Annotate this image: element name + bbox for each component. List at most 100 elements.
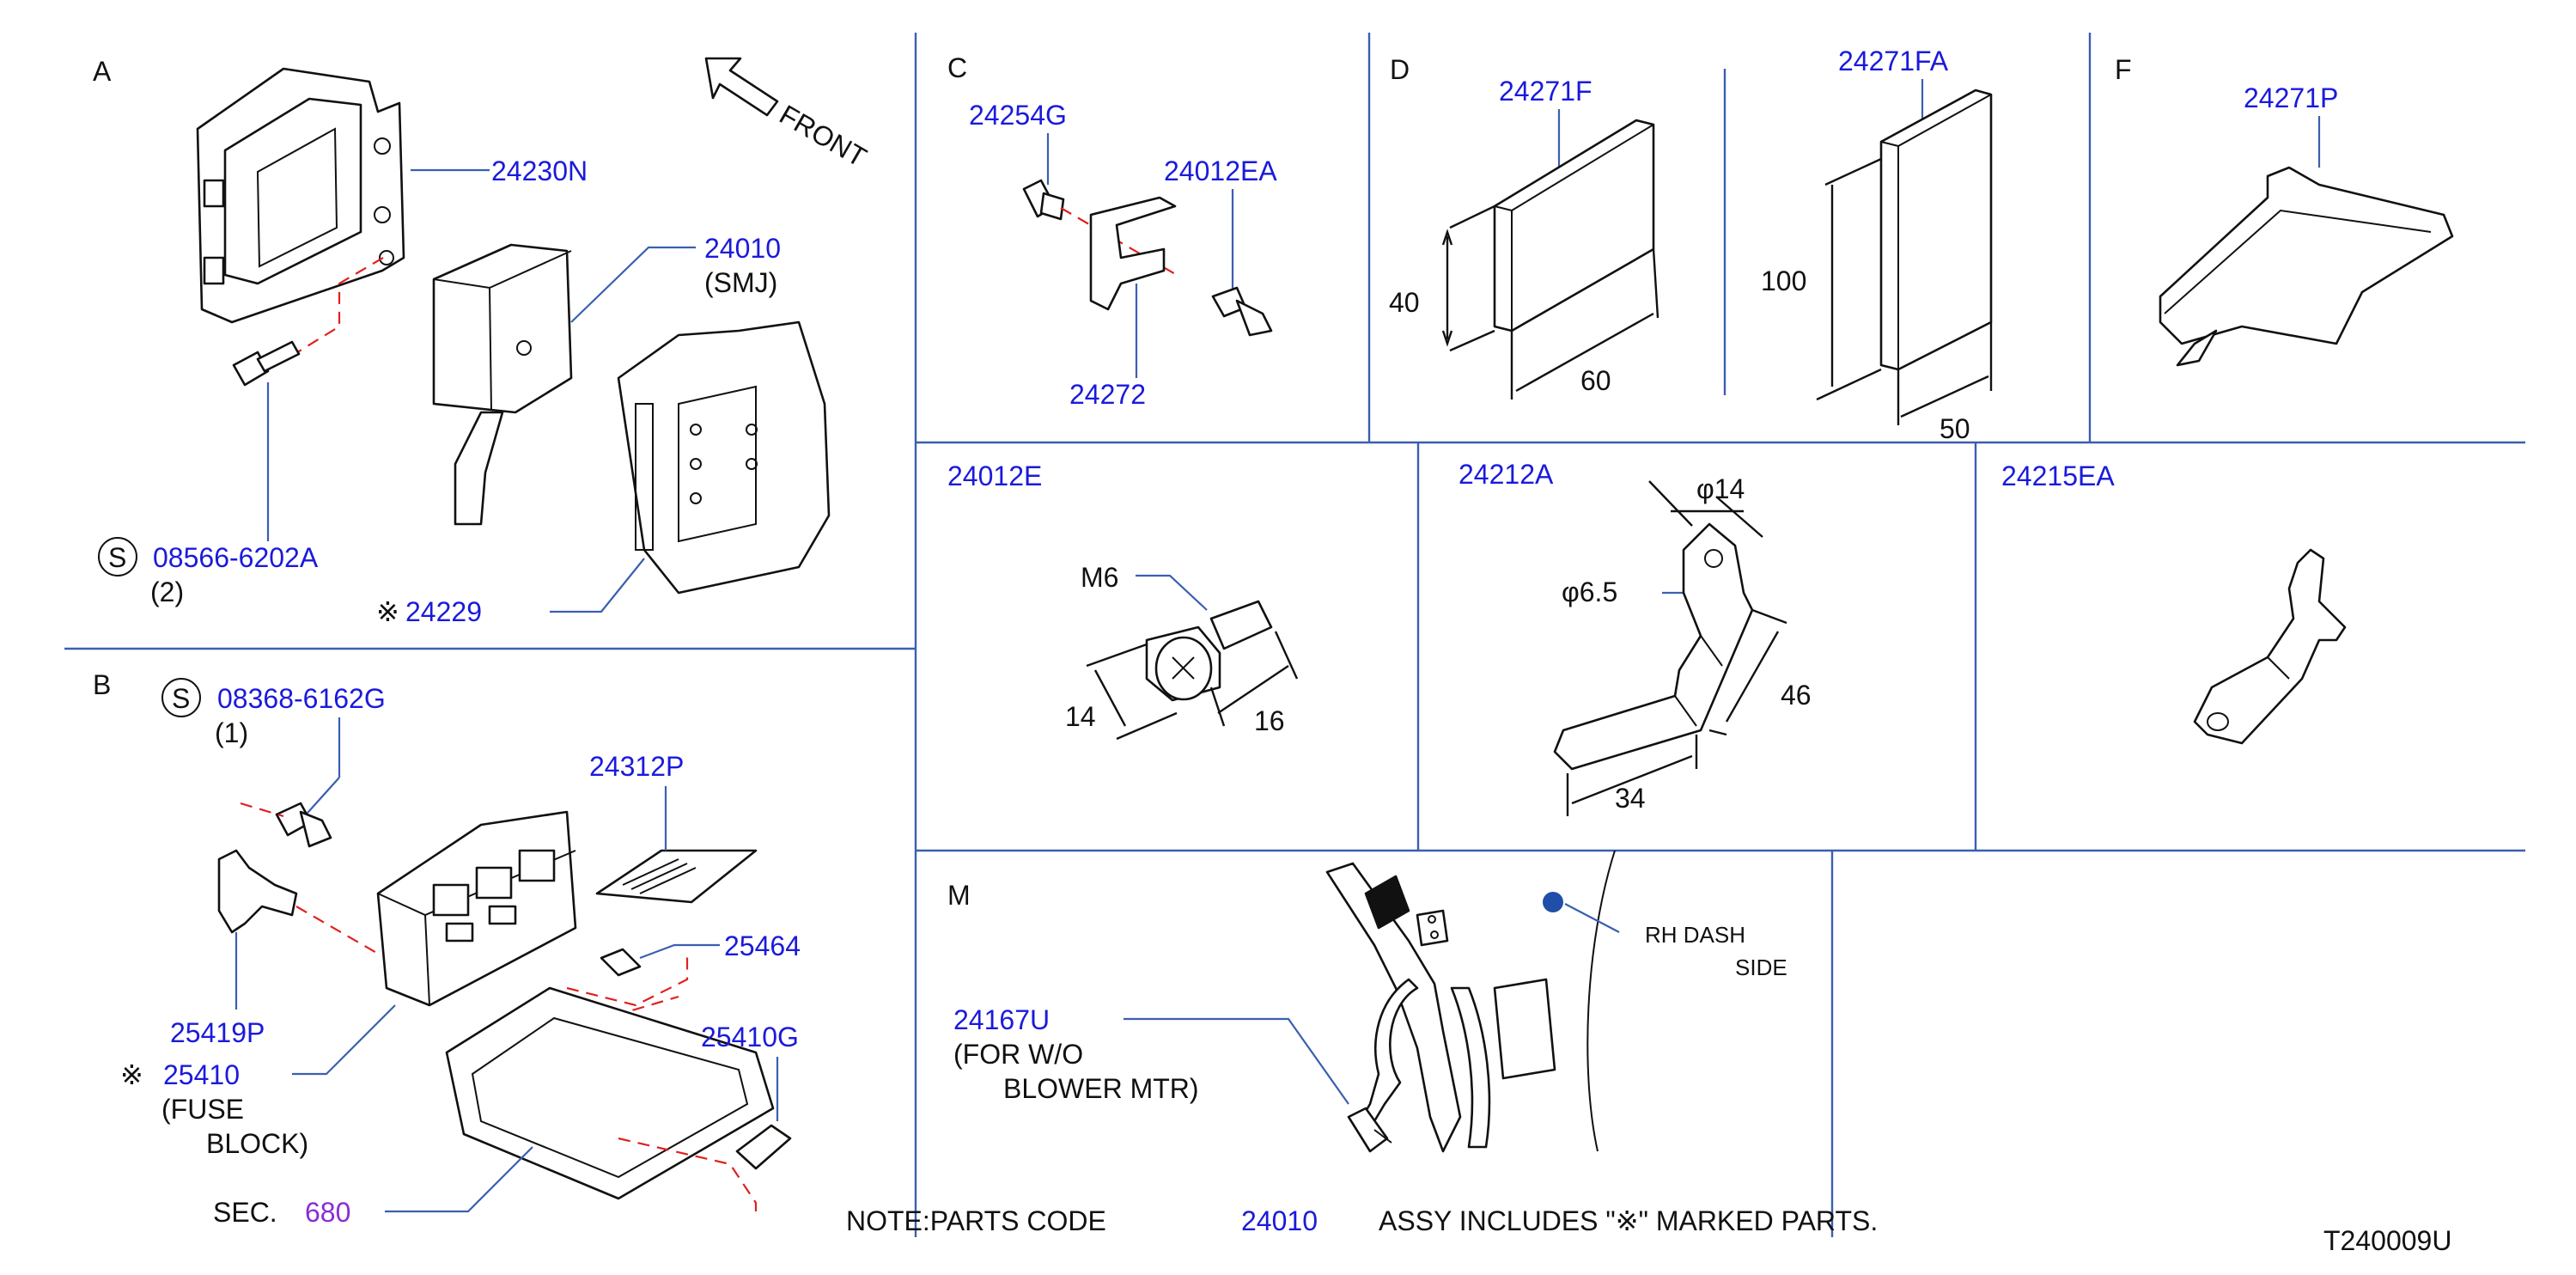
section-f-letter: F [2115,54,2132,85]
dim-50 [1897,322,1993,425]
part-24271fa-label: 24271FA [1838,46,1949,76]
section-f: F 24271P [2115,54,2454,367]
sec-label: SEC. [213,1197,277,1228]
dim-phi14-text: φ14 [1696,473,1745,504]
harness-24167u-drawing [1325,850,1616,1153]
dim-m6-text: M6 [1081,562,1118,593]
bolt-08368-icon [275,802,332,848]
part-25410-note1: (FUSE [161,1094,244,1125]
part-24271f-label: 24271F [1499,76,1592,107]
note-suffix: ASSY INCLUDES "※" MARKED PARTS. [1379,1205,1878,1236]
section-m: M 24167U (FOR W/O BLOWER MTR) RH DASH SI… [947,850,1787,1153]
dim-100 [1816,157,1882,401]
rh-dash-dot-icon [1543,892,1563,912]
note-code: 24010 [1241,1205,1318,1236]
dim-phi65-text: φ6.5 [1562,576,1617,607]
figure-id: T240009U [2323,1225,2451,1256]
part-08566-label: 08566-6202A [153,542,319,573]
bolt-24012ea-icon [1211,286,1273,337]
bracket-24215ea-drawing [2193,548,2347,745]
svg-text:S: S [108,542,126,573]
section-24212a: 24212A φ14 φ6.5 46 34 [1459,459,1812,816]
part-08566-qty: (2) [150,576,184,607]
part-08368-qty: (1) [215,717,248,748]
dim-14 [1086,643,1178,741]
part-24167u-label: 24167U [953,1004,1050,1035]
label-sheet-24312p-drawing [595,849,758,904]
part-24215ea-label: 24215EA [2001,461,2115,491]
part-24229-label: 24229 [405,596,482,627]
part-08368-label: 08368-6162G [217,683,386,714]
rh-dash-label2: SIDE [1735,955,1787,980]
dim-60 [1510,248,1659,400]
fuse-25464-icon [600,948,642,977]
dim-14-text: 14 [1065,701,1096,732]
dim-phi14 [1648,480,1763,538]
note-prefix: NOTE:PARTS CODE [846,1205,1106,1236]
dim-34 [1566,735,1698,816]
clip-24254g-icon [1022,179,1065,221]
section-d-letter: D [1390,54,1410,85]
puller-25410g-icon [735,1124,792,1170]
part-24012ea-label: 24012EA [1164,156,1277,186]
part-24272-label: 24272 [1069,379,1146,410]
bolt-08566-icon [232,340,301,387]
dim-16-text: 16 [1254,705,1285,736]
bracket-24272-drawing [1089,196,1177,311]
part-24012e-label: 24012E [947,461,1042,491]
part-24271p-label: 24271P [2244,82,2338,113]
section-m-letter: M [947,880,971,911]
section-b-letter: B [93,669,111,700]
part-24010-label: 24010 [704,233,781,264]
dim-60-text: 60 [1580,365,1611,396]
section-24215ea: 24215EA [2001,461,2347,745]
relay-24229-drawing [617,320,831,595]
part-24254g-label: 24254G [969,100,1067,131]
rh-dash-label1: RH DASH [1645,922,1745,948]
dim-46-text: 46 [1781,680,1812,711]
dim-40 [1441,204,1495,352]
dim-100-text: 100 [1761,265,1806,296]
dim-40-text: 40 [1389,287,1420,318]
bracket-25419p-drawing [217,849,298,934]
section-c-letter: C [947,52,967,83]
part-24167u-note1: (FOR W/O [953,1039,1083,1070]
dim-50-text: 50 [1940,413,1970,444]
pad-24271p-drawing [2159,166,2454,367]
front-arrow-icon [704,57,779,117]
part-24230n-label: 24230N [491,156,588,186]
part-24312p-label: 24312P [589,751,684,782]
part-24167u-note2: BLOWER MTR) [1003,1073,1199,1104]
relay-mark: ※ [376,596,399,627]
section-b: B S 08368-6162G (1) 25419P [93,669,801,1228]
part-25410g-label: 25410G [701,1022,799,1052]
part-25464-label: 25464 [724,930,801,961]
section-24012e: 24012E M6 14 16 [947,461,1299,741]
bracket-24212a-drawing [1553,522,1754,771]
section-a: A FRONT 24230N S 085 [93,56,872,627]
dim-34-text: 34 [1615,783,1646,814]
part-25410-label: 25410 [163,1059,240,1090]
section-a-letter: A [93,56,112,87]
section-c: C 24254G 24272 24012EA [947,52,1277,410]
footer-note: NOTE:PARTS CODE 24010 ASSY INCLUDES "※" … [846,1205,1878,1236]
bracket-24230n-drawing [196,67,405,324]
front-label: FRONT [775,99,872,173]
sec-number[interactable]: 680 [305,1197,350,1228]
dim-16 [1209,631,1299,727]
part-24010-note: (SMJ) [704,267,777,298]
part-24212a-label: 24212A [1459,459,1554,490]
cover-sec680-drawing [445,986,775,1200]
bolt-24012e-drawing [1145,600,1273,702]
part-25410-note2: BLOCK) [206,1128,308,1159]
pad-24271f-drawing [1493,119,1655,332]
dim-46 [1708,608,1787,736]
smj-24010-drawing [432,243,573,526]
section-d: D 24271F 40 60 24271FA 100 50 [1389,46,1993,444]
fuse-block-25410-drawing [376,810,577,1007]
section-dividers [64,33,2525,1237]
s-symbol-icon: S [161,678,201,717]
svg-text:S: S [172,683,190,714]
part-25419p-label: 25419P [170,1017,265,1048]
